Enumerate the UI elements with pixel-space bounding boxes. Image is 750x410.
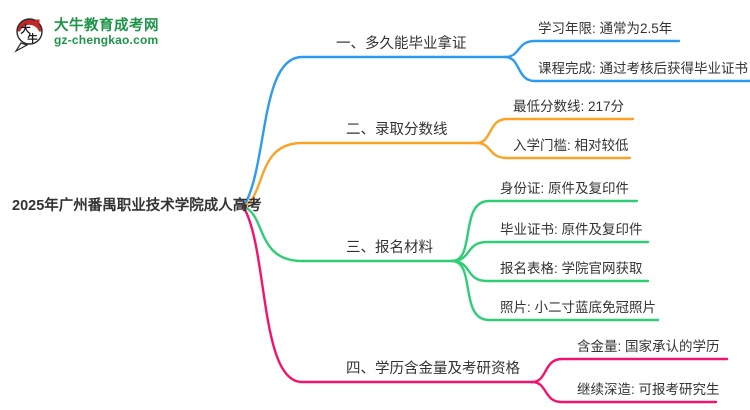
branch1-child1-node[interactable]: 学习年限: 通常为2.5年	[538, 21, 673, 36]
branch3-child2-node[interactable]: 毕业证书: 原件及复印件	[500, 222, 643, 237]
branch1-node[interactable]: 一、多久能毕业拿证	[336, 36, 467, 52]
branch3-child1-node[interactable]: 身份证: 原件及复印件	[500, 181, 630, 196]
branch4-child1-node[interactable]: 含金量: 国家承认的学历	[577, 339, 720, 354]
site-logo-icon: 大 牛	[14, 18, 43, 53]
branch2-trunk-line	[242, 141, 479, 208]
site-logo-title: 大牛教育成考网	[54, 17, 159, 34]
branch2-child1-node[interactable]: 最低分数线: 217分	[513, 99, 625, 114]
branch1-child2-node[interactable]: 课程完成: 通过考核后获得毕业证书	[538, 61, 749, 76]
root-topic-node[interactable]: 2025年广州番禺职业技术学院成人高考	[12, 198, 262, 214]
branch4-trunk-line	[242, 206, 534, 384]
branch2-child2-node[interactable]: 入学门槛: 相对较低	[513, 138, 629, 153]
branch2-node[interactable]: 二、录取分数线	[346, 122, 448, 138]
site-logo: 大 牛 大牛教育成考网 gz-chengkao.com	[12, 13, 159, 53]
svg-text:牛: 牛	[27, 32, 38, 45]
branch4-node[interactable]: 四、学历含金量及考研资格	[346, 361, 520, 377]
branch3-node[interactable]: 三、报名材料	[346, 240, 433, 256]
site-logo-domain: gz-chengkao.com	[54, 33, 159, 48]
branch1-child1-line	[503, 39, 681, 59]
branch4-child2-node[interactable]: 继续深造: 可报考研究生	[577, 382, 720, 397]
site-logo-text: 大牛教育成考网 gz-chengkao.com	[54, 18, 159, 48]
branch3-child3-node[interactable]: 报名表格: 学院官网获取	[500, 261, 643, 276]
svg-text:大: 大	[20, 23, 31, 36]
branch4-child1-line	[530, 357, 729, 384]
branch3-child4-node[interactable]: 照片: 小二寸蓝底免冠照片	[500, 300, 657, 315]
